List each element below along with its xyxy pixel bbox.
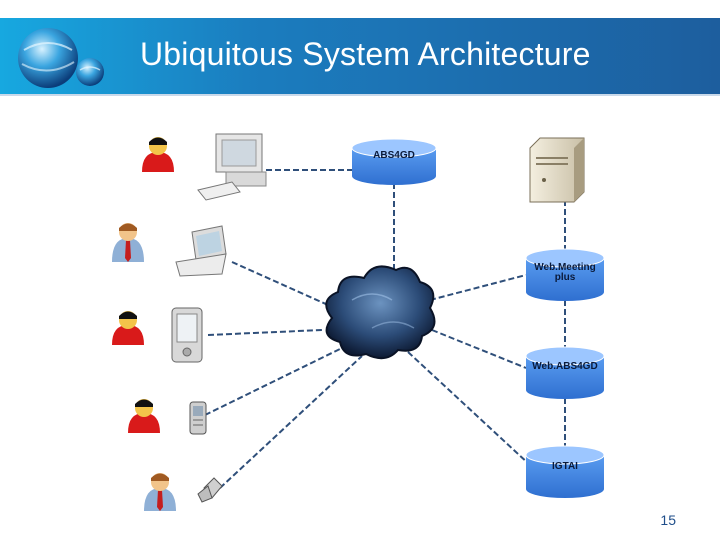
page-number: 15 — [660, 512, 676, 528]
connector-cloud-igtai — [407, 351, 531, 466]
desktop-computer-icon — [197, 133, 267, 201]
connector-phone1-cloud — [204, 347, 343, 416]
internet-cloud-icon — [325, 265, 436, 360]
db-label-webmeeting-line2: plus — [555, 272, 576, 283]
server-tower-icon — [529, 137, 585, 203]
db-webmeeting-icon — [525, 248, 605, 301]
pda-icon — [171, 307, 203, 363]
db-label-abs4gd: ABS4GD — [373, 150, 415, 161]
user-red-3-icon — [128, 399, 160, 433]
laptop-icon — [175, 225, 227, 277]
header-divider — [0, 94, 720, 96]
globe-logo-icon — [18, 28, 104, 88]
connector-phone2-cloud — [219, 355, 363, 489]
user-blue-2-icon — [144, 473, 176, 511]
user-blue-1-icon — [112, 223, 144, 262]
connector-cloud-webmeeting — [429, 274, 527, 301]
db-label-igtai: IGTAI — [552, 461, 578, 472]
connector-pda-cloud — [207, 329, 323, 336]
db-abs4gd-icon — [351, 138, 437, 185]
connector-cloud-webabs — [431, 329, 527, 369]
db-label-webabs4gd: Web.ABS4GD — [532, 361, 597, 372]
user-red-2-icon — [112, 311, 144, 345]
db-webabs4gd-icon — [525, 346, 605, 399]
header-band — [0, 18, 720, 94]
mobile-phone-icon — [189, 401, 207, 435]
user-red-1-icon — [142, 137, 174, 172]
db-igtai-icon — [525, 445, 605, 498]
slide-title: Ubiquitous System Architecture — [140, 36, 591, 72]
slide-header — [0, 0, 720, 96]
db-label-webmeeting: Web.Meeting — [534, 262, 595, 273]
header-top-strip — [0, 0, 720, 18]
connectors — [204, 169, 566, 489]
connector-laptop-cloud — [231, 261, 329, 306]
flip-phone-icon — [197, 477, 223, 503]
